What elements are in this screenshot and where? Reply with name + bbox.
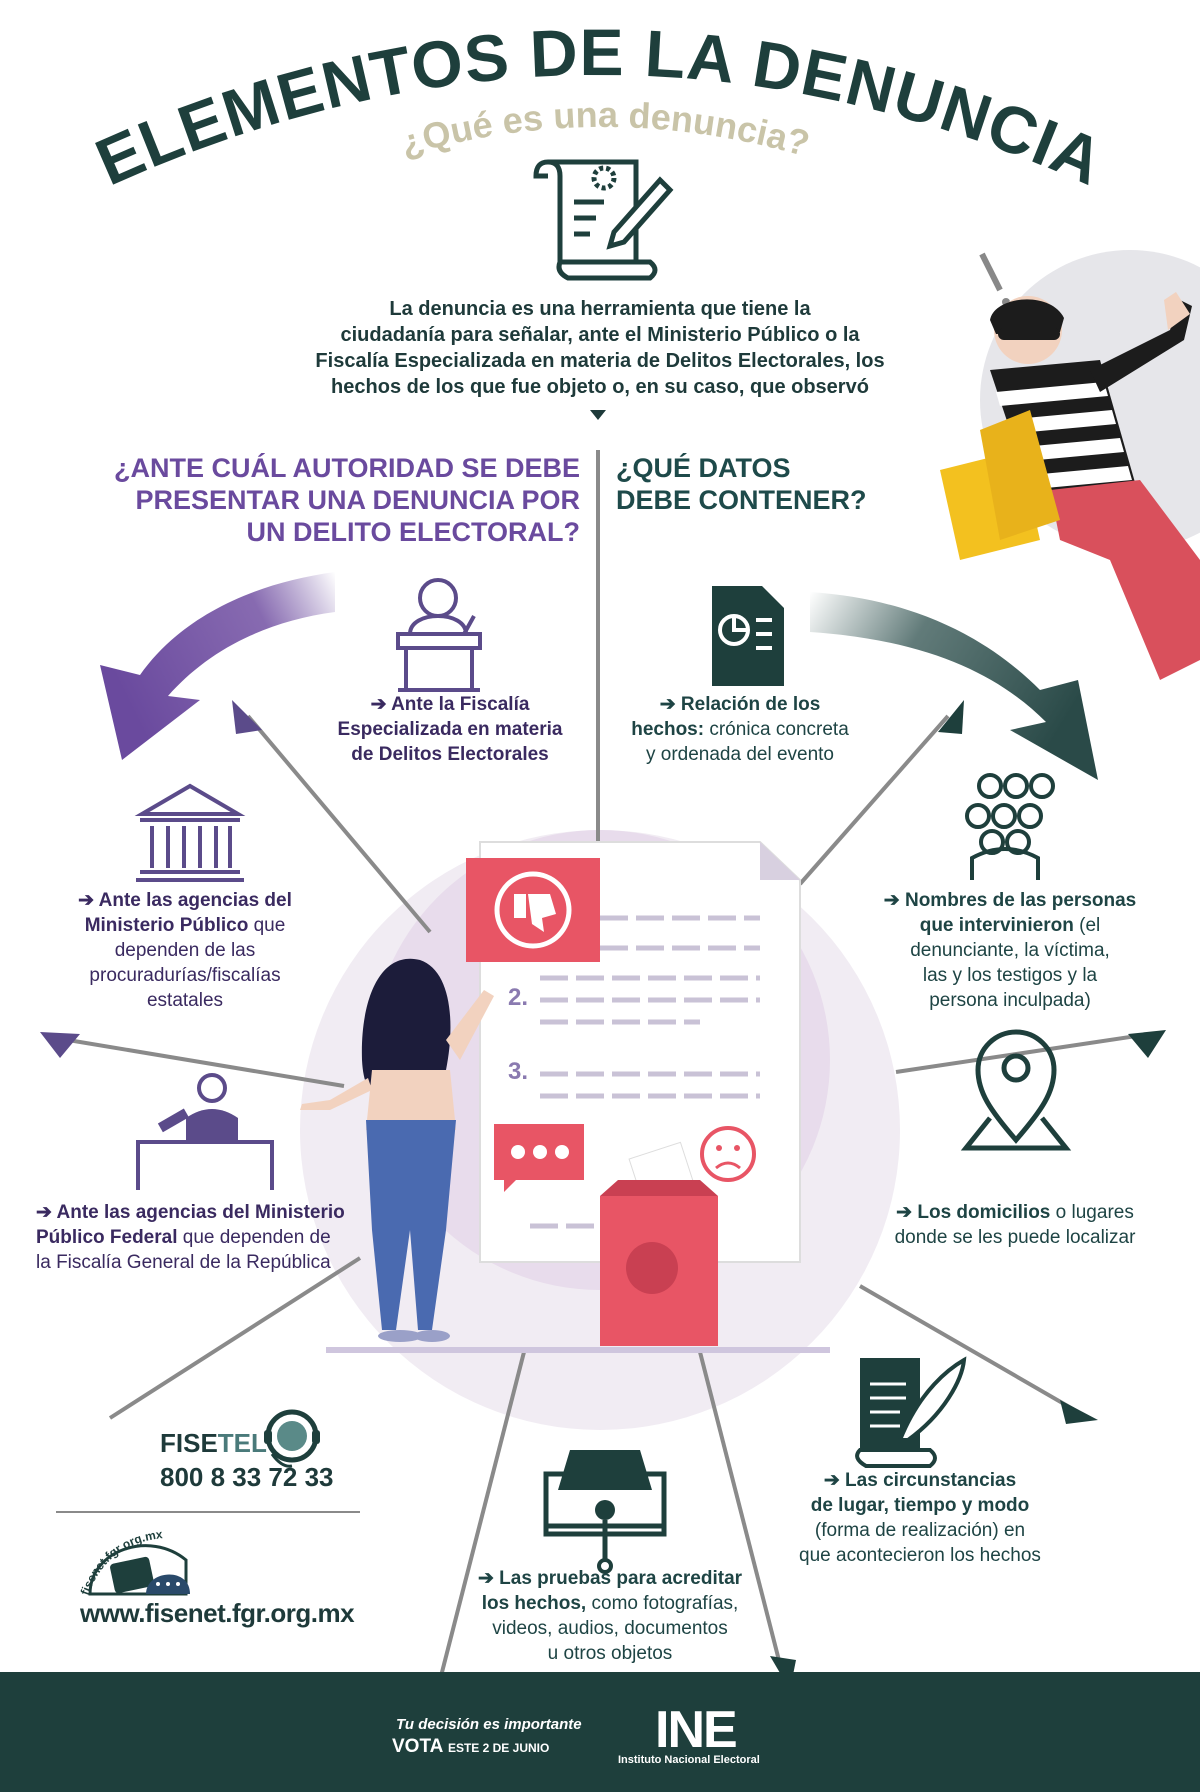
intro-line: Fiscalía Especializada en materia de Del… <box>315 350 885 372</box>
data-item-circumstances: ➔ Las circunstancias de lugar, tiempo y … <box>799 1470 1041 1566</box>
ballot-box-icon <box>600 1141 718 1346</box>
svg-text:¿Qué es una denuncia?: ¿Qué es una denuncia? <box>396 94 814 164</box>
judge-desk-icon <box>136 1073 274 1190</box>
headset-icon <box>264 1409 320 1468</box>
evidence-screen-icon <box>543 1450 667 1574</box>
campaign-vota: VOTA ESTE 2 DE JUNIO <box>392 1736 550 1757</box>
intro-line: La denuncia es una herramienta que tiene… <box>389 298 811 320</box>
document-number: 3. <box>508 1058 529 1085</box>
ine-logo: INE <box>655 1701 738 1759</box>
fisenet-badge-text: fisenet.fgr.org.mx <box>78 1527 164 1597</box>
data-item-evidence: ➔ Las pruebas para acreditar los hechos,… <box>477 1568 743 1664</box>
question-authority: ¿ANTE CUÁL AUTORIDAD SE DEBE PRESENTAR U… <box>113 453 580 547</box>
sad-face-icon <box>700 1126 756 1182</box>
footer-bar <box>0 1672 1200 1792</box>
arrowhead-right-mid <box>1128 1030 1166 1058</box>
curved-arrow-purple <box>100 572 335 760</box>
radial-lines <box>55 450 1151 1681</box>
intro-text: La denuncia es una herramienta que tiene… <box>300 296 900 400</box>
fisenet-badge-icon <box>88 1544 190 1596</box>
pie-chart-document-icon <box>712 586 784 686</box>
chat-bubble-icon <box>494 1124 584 1192</box>
authority-fepade: ➔ Ante la Fiscalía Especializada en mate… <box>337 694 563 765</box>
people-group-icon <box>965 773 1055 880</box>
fisenet-url-link[interactable]: www.fisenet.fgr.org.mx <box>80 1598 355 1628</box>
arrowhead-left-mid <box>40 1032 80 1058</box>
page-subtitle: ¿Qué es una denuncia? <box>396 94 814 164</box>
title-arch: ELEMENTOS DE LA DENUNCIA ¿Qué es una den… <box>85 15 1113 199</box>
thumbs-down-icon <box>466 858 600 962</box>
prosecutor-podium-icon <box>396 578 482 692</box>
data-item-facts: ➔ Relación de los hechos: crónica concre… <box>631 694 849 765</box>
fisetel-logo: FISETEL <box>160 1428 267 1458</box>
location-pin-icon <box>960 1029 1072 1151</box>
svg-text:fisenet.fgr.org.mx: fisenet.fgr.org.mx <box>78 1527 164 1597</box>
bank-building-icon <box>134 783 246 882</box>
arrowhead-left-top <box>232 700 262 734</box>
curved-arrow-teal <box>810 592 1098 780</box>
ine-logo-subtitle: Instituto Nacional Electoral <box>618 1754 760 1766</box>
intro-line: hechos de los que fue objeto o, en su ca… <box>331 376 869 398</box>
scroll-quill-icon <box>855 1356 967 1468</box>
thief-illustration <box>940 252 1200 680</box>
arrowhead-right-bot <box>1060 1400 1098 1424</box>
fisetel-phone[interactable]: 800 8 33 72 33 <box>160 1462 334 1492</box>
document-pen-icon <box>533 159 674 281</box>
authority-state-prosecutors: ➔ Ante las agencias del Ministerio Públi… <box>78 890 292 1011</box>
woman-illustration <box>300 958 494 1342</box>
campaign-tagline: Tu decisión es importante <box>396 1716 582 1733</box>
intro-down-triangle <box>590 410 606 420</box>
data-item-addresses: ➔ Los domicilios o lugares donde se les … <box>894 1202 1136 1248</box>
arrowhead-right-top <box>938 700 964 734</box>
authority-federal-prosecutors: ➔ Ante las agencias del Ministerio Públi… <box>36 1202 345 1273</box>
intro-line: ciudadanía para señalar, ante el Ministe… <box>340 324 860 346</box>
data-item-names: ➔ Nombres de las personas que intervinie… <box>883 890 1137 1011</box>
document-number: 2. <box>508 984 529 1011</box>
question-data: ¿QUÉ DATOS DEBE CONTENER? <box>616 453 867 515</box>
